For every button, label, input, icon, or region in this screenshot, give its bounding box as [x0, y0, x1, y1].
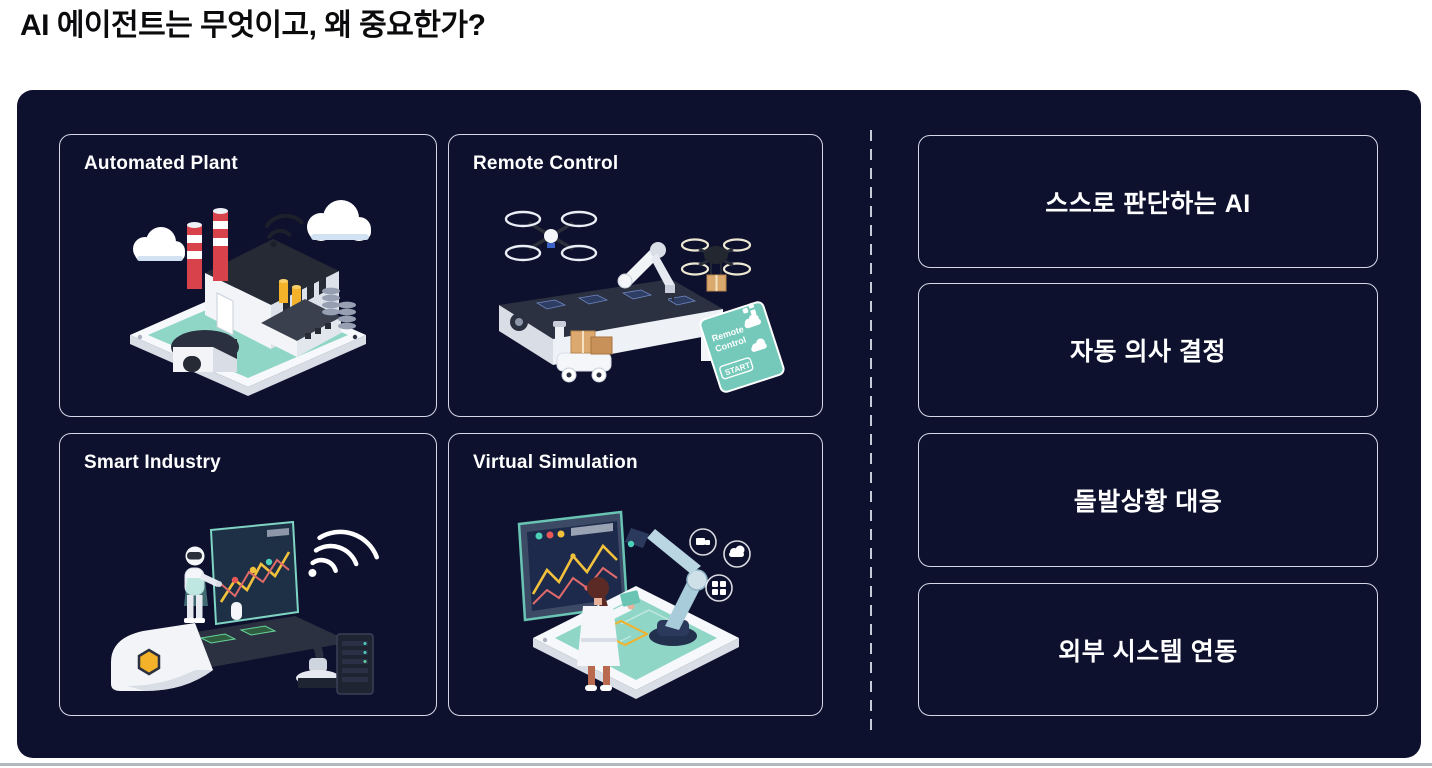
- robot-arm-icon: [617, 242, 675, 301]
- hologram-icons: [688, 528, 751, 602]
- remote-control-illustration: Remote Control START: [498, 210, 785, 393]
- benefit-card-self-judging-ai: 스스로 판단하는 AI: [918, 135, 1378, 268]
- benefit-label: 스스로 판단하는 AI: [1045, 189, 1251, 218]
- cargo-cart: [552, 321, 612, 383]
- benefit-label: 외부 시스템 연동: [1058, 637, 1238, 666]
- feature-card-title: Remote Control: [473, 153, 619, 174]
- benefit-label: 자동 의사 결정: [1070, 338, 1226, 366]
- cloud-glyph: [742, 302, 767, 352]
- feature-card-title: Automated Plant: [84, 153, 238, 174]
- delivery-drone-icon: [680, 238, 751, 292]
- drone-icon: [504, 210, 597, 262]
- smart-industry-illustration: [111, 520, 379, 695]
- page-title: AI 에이전트는 무엇이고, 왜 중요한가?: [20, 9, 486, 42]
- feature-card-title: Smart Industry: [84, 452, 221, 473]
- dashed-divider: [870, 130, 872, 732]
- wifi-icon: [308, 529, 379, 577]
- feature-card-remote-control: Remote Control: [448, 134, 823, 417]
- benefit-card-external-integration: 외부 시스템 연동: [918, 583, 1378, 716]
- feature-card-automated-plant: Automated Plant: [59, 134, 437, 417]
- cloud-icon: [133, 227, 185, 261]
- benefit-card-auto-decision: 자동 의사 결정: [918, 283, 1378, 417]
- coil-stack: [322, 287, 356, 330]
- analytics-board: [209, 520, 300, 626]
- content-panel: Automated Plant: [17, 90, 1421, 758]
- scientist-figure: [576, 577, 640, 691]
- factory-icon: [171, 208, 356, 372]
- benefit-label: 돌발상황 대응: [1073, 488, 1223, 516]
- wifi-icon: [264, 213, 304, 248]
- feature-card-virtual-simulation: Virtual Simulation: [448, 433, 823, 716]
- chimney: [187, 222, 202, 289]
- benefit-card-incident-response: 돌발상황 대응: [918, 433, 1378, 567]
- cloud-icon: [307, 200, 371, 241]
- automated-plant-illustration: [130, 200, 371, 396]
- control-panel: Remote Control START: [698, 301, 785, 393]
- conveyor-machine: [111, 602, 351, 691]
- bottom-divider-line: [0, 763, 1432, 766]
- server-rack-icon: [336, 633, 374, 695]
- chimney: [213, 208, 228, 281]
- feature-card-title: Virtual Simulation: [473, 452, 638, 473]
- warehouse: [171, 330, 239, 372]
- robot-arm-icon: [624, 528, 708, 646]
- feature-card-smart-industry: Smart Industry: [59, 433, 437, 716]
- virtual-simulation-illustration: [517, 510, 751, 699]
- robot-icon: [184, 546, 222, 623]
